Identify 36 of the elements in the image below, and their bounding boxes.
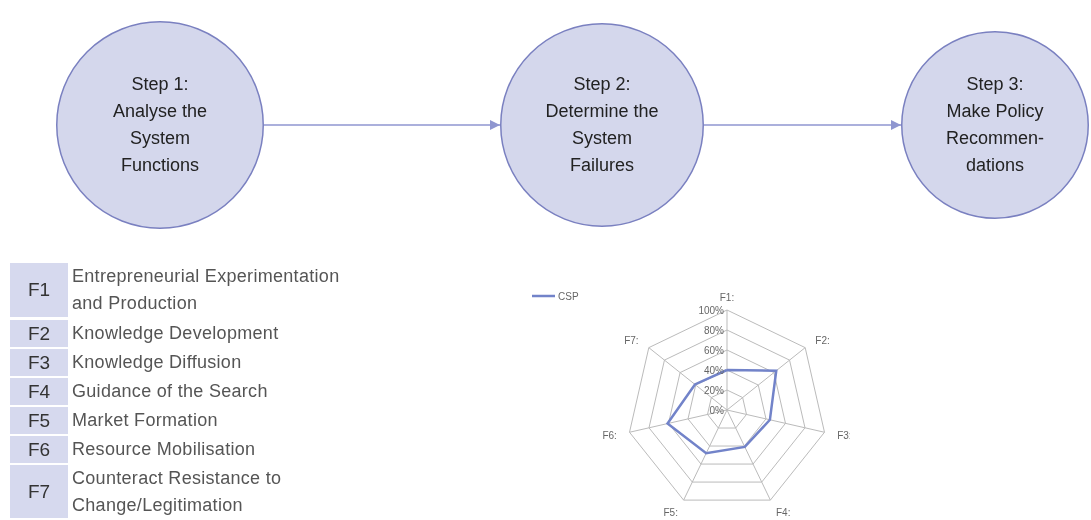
function-code-cell: F6 [10,436,68,463]
axis-category-label: F5: [663,506,678,518]
step-heading: Step 1: [131,73,189,96]
function-name: Knowledge Development [72,322,280,345]
axis-category-label: F6: [602,430,617,442]
step-text: Make Policy Recommen- dations [945,100,1045,177]
axis-tick-label: 60% [704,345,724,356]
axis-tick-label: 20% [704,385,724,396]
function-name: Resource Mobilisation [72,438,257,461]
function-code-cell: F7 [10,465,68,518]
step-heading: Step 2: [573,73,631,96]
function-name: Guidance of the Search [72,380,269,403]
axis-category-label: F7: [624,334,639,346]
function-code-cell: F3 [10,349,68,376]
axis-tick-label: 80% [704,325,724,336]
function-name: Market Formation [72,409,219,432]
function-code-cell: F1 [10,263,68,317]
function-code-cell: F2 [10,320,68,347]
function-code-cell: F5 [10,407,68,434]
function-name: Counteract Resistance to Change/Legitimation [72,466,283,517]
function-code-cell: F4 [10,378,68,405]
legend-label: CSP [558,291,579,302]
arrow [263,120,501,130]
axis-category-label: F4: [776,506,791,518]
axis-tick-label: 40% [704,365,724,376]
arrow [703,120,902,130]
step-text: Analyse the System Functions [111,100,209,177]
function-name: Knowledge Diffusion [72,351,243,374]
axis-tick-label: 100% [698,305,724,316]
axis-category-label: F1: [719,292,735,303]
axis-category-label: F2: [815,334,830,346]
axis-tick-label: 0% [709,405,724,416]
step-text: Determine the System Failures [544,100,660,177]
function-name: Entrepreneurial Experimentation and Production [72,265,341,315]
axis-category-label: F3: [837,430,850,442]
step-heading: Step 3: [966,73,1024,96]
